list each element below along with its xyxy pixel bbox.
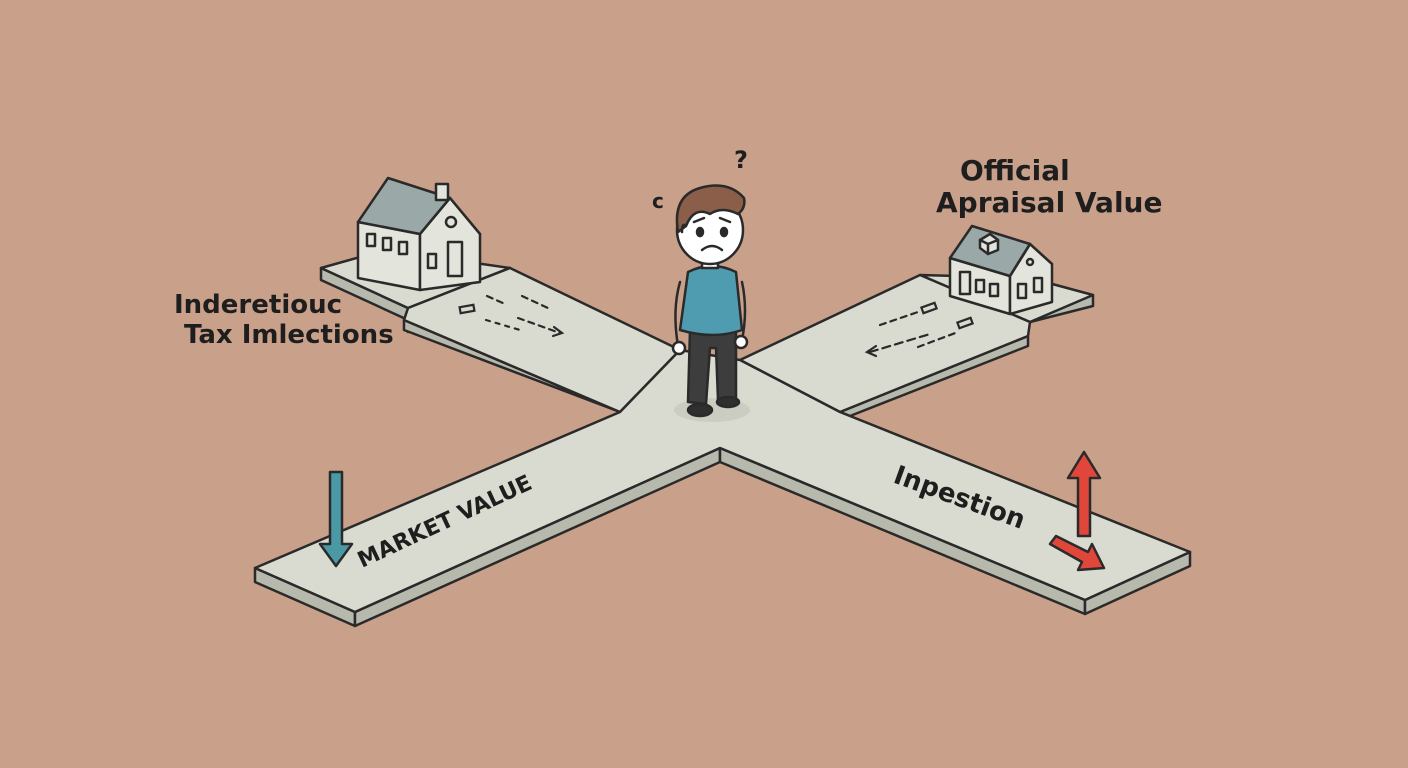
down-arrow-icon xyxy=(318,470,354,568)
person-icon xyxy=(671,184,750,422)
house-icon xyxy=(356,176,482,292)
road-markings xyxy=(458,294,975,358)
small-mark: c xyxy=(652,189,664,213)
road-seams xyxy=(354,307,1086,613)
crossroads xyxy=(253,248,1192,628)
label-top-left-line1: Inderetiouc xyxy=(174,290,342,320)
house-icon xyxy=(948,224,1054,316)
up-arrow-icon xyxy=(1066,450,1102,538)
label-top-left-line2: Tax Imlections xyxy=(184,320,394,350)
diagonal-arrow-icon xyxy=(1048,534,1106,572)
label-top-right-line1: Official xyxy=(960,154,1070,187)
question-mark-icon: ? xyxy=(734,146,748,174)
label-top-right-line2: Apraisal Value xyxy=(936,186,1162,219)
